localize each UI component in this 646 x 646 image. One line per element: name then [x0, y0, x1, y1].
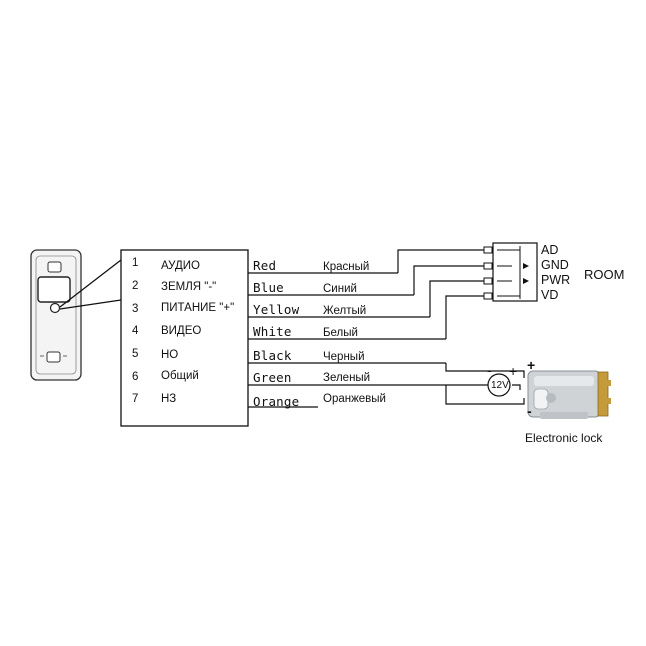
room-terminal-block — [483, 242, 538, 302]
wire-color-ru: Желтый — [323, 305, 367, 317]
wire-color-en: Blue — [253, 280, 284, 295]
call-panel — [30, 249, 82, 381]
room-terminal-vd: VD — [541, 288, 559, 302]
pin-table — [120, 249, 249, 427]
pin-function: ПИТАНИЕ "+" — [161, 302, 235, 314]
pin-number: 6 — [132, 371, 139, 383]
room-wires — [397, 249, 486, 339]
lock-minus-label: - — [527, 403, 532, 419]
pin-function: ВИДЕО — [161, 325, 202, 337]
pin-number: 7 — [132, 393, 139, 405]
pin-function: НЗ — [161, 393, 177, 405]
wire-color-ru: Черный — [323, 351, 365, 363]
wire-color-ru: Белый — [323, 327, 358, 339]
electronic-lock — [527, 370, 611, 419]
lock-label: Electronic lock — [525, 431, 603, 445]
wire-color-en: Orange — [253, 394, 300, 409]
pin-number: 5 — [132, 348, 139, 360]
lock-wires — [445, 363, 525, 405]
room-label: ROOM — [584, 267, 625, 282]
wire-color-en: Green — [253, 370, 292, 385]
room-terminal-gnd: GND — [541, 258, 569, 272]
power-minus-label: - — [487, 362, 492, 378]
pin-number: 1 — [132, 257, 139, 269]
pin-function: ЗЕМЛЯ "-" — [161, 281, 217, 293]
pin-number: 3 — [132, 303, 139, 315]
pin-function: АУДИО — [161, 260, 200, 272]
wire-stubs — [248, 272, 446, 408]
wire-color-ru: Синий — [323, 283, 357, 295]
room-terminal-ad: AD — [541, 243, 559, 257]
power-plus-label: + — [509, 363, 518, 379]
pin-number: 4 — [132, 325, 139, 337]
wire-color-en: White — [253, 324, 292, 339]
pin-number: 2 — [132, 280, 139, 292]
room-terminal-pwr: PWR — [541, 273, 571, 287]
pin-function: Общий — [161, 370, 199, 382]
wire-color-en: Black — [253, 348, 292, 363]
wire-color-ru: Красный — [323, 261, 370, 273]
callout-lines — [59, 259, 122, 310]
wire-color-ru: Оранжевый — [323, 393, 386, 405]
power-source-12v — [487, 373, 511, 397]
pin-function: НО — [161, 349, 179, 361]
wire-color-en: Red — [253, 258, 277, 273]
lock-plus-label: + — [527, 357, 536, 373]
power-voltage-label: 12V — [491, 380, 509, 391]
wire-color-en: Yellow — [253, 302, 300, 317]
wire-color-ru: Зеленый — [323, 372, 371, 384]
